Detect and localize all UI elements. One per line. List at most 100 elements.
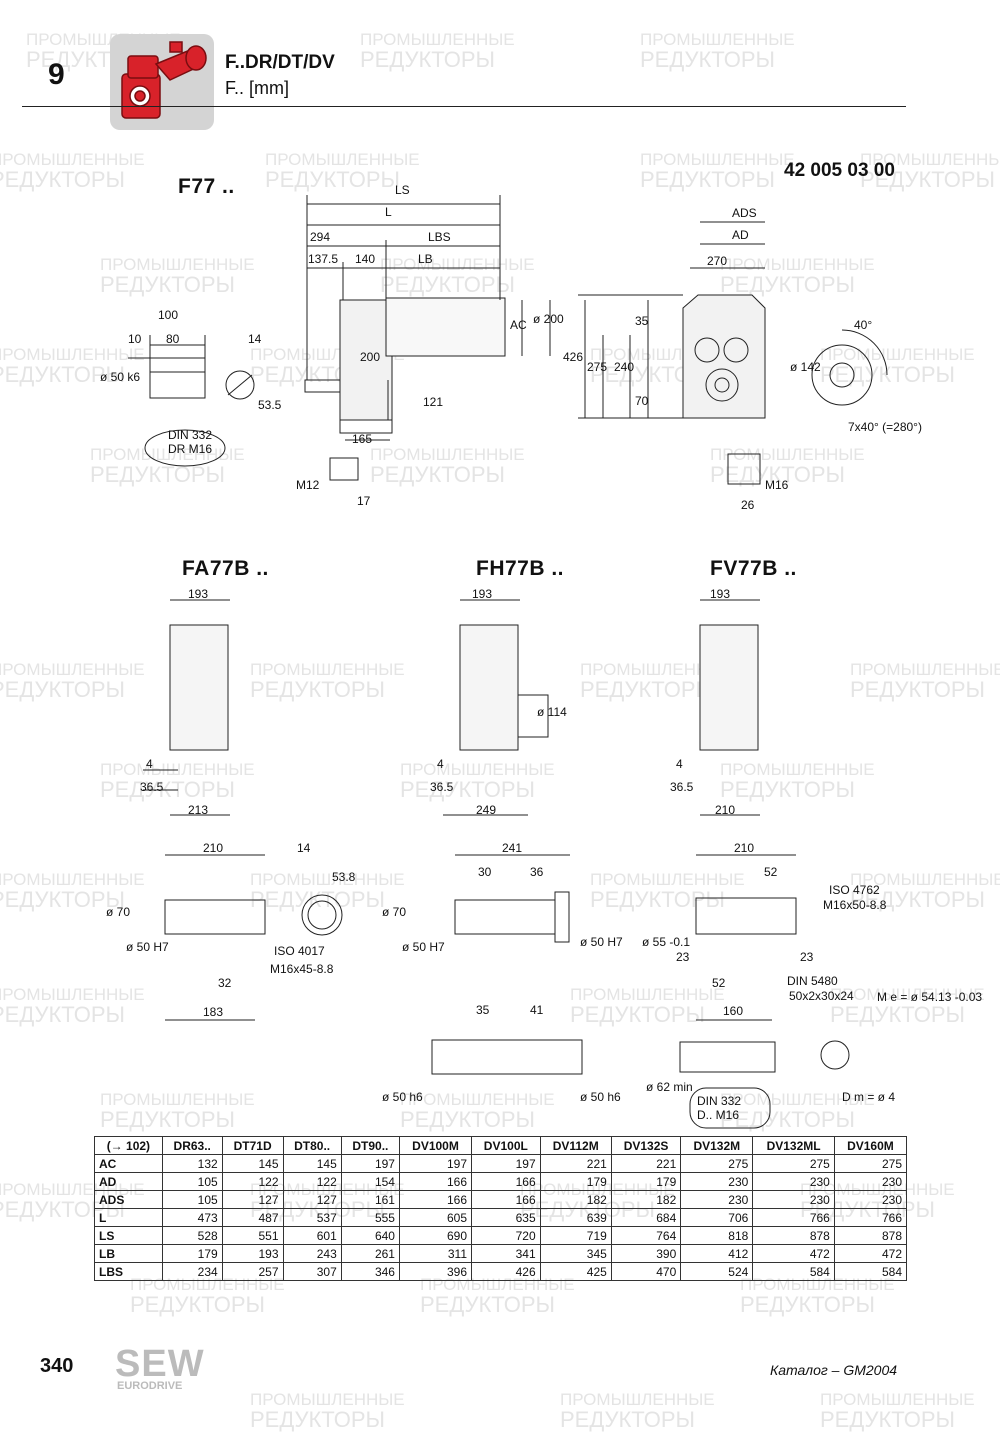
watermark-line: ПРОМЫШЛЕННЫЕ bbox=[0, 660, 145, 679]
watermark-line: ПРОМЫШЛЕННЫЕ bbox=[0, 870, 145, 889]
f77-dimension: 100 bbox=[158, 308, 179, 322]
f77-dimension: 240 bbox=[614, 360, 635, 374]
fa-shaft-dimension: 210 bbox=[203, 841, 224, 855]
watermark-line: РЕДУКТОРЫ bbox=[710, 462, 845, 487]
f77-dimension: 10 bbox=[128, 332, 142, 346]
fv77b-dimension: 210 bbox=[715, 803, 736, 817]
table-column-header: DT71D bbox=[221, 1136, 284, 1155]
gearmotor-thumbnail bbox=[110, 34, 214, 130]
f77-dimension: LS bbox=[395, 183, 410, 197]
f77-dimension: 121 bbox=[423, 395, 444, 409]
watermark-line: РЕДУКТОРЫ bbox=[0, 887, 125, 912]
table-column-header: DV132ML bbox=[752, 1136, 835, 1155]
fv-shaft-dimension: ø 55 -0.1 bbox=[642, 935, 691, 949]
f77-dimension: 14 bbox=[248, 332, 262, 346]
fv77b-dimension: 4 bbox=[676, 757, 683, 771]
f77-dimension: 35 bbox=[635, 314, 649, 328]
table-cell: 122 bbox=[282, 1172, 342, 1191]
table-cell: 719 bbox=[539, 1226, 612, 1245]
table-cell: 230 bbox=[752, 1172, 835, 1191]
watermark-line: ПРОМЫШЛЕННЫЕ bbox=[720, 1090, 875, 1109]
fh-shaft-dimension: ø 50 h6 bbox=[382, 1090, 423, 1104]
fv-shaft-dimension: 50x2x30x24 bbox=[789, 989, 854, 1003]
table-cell: 221 bbox=[539, 1154, 612, 1173]
watermark-line: РЕДУКТОРЫ bbox=[400, 1107, 535, 1132]
catalog-reference: Каталог – GM2004 bbox=[770, 1362, 898, 1378]
watermark-line: РЕДУКТОРЫ bbox=[740, 1292, 875, 1317]
table-cell: 635 bbox=[471, 1208, 541, 1227]
fa77b-label: FA77B .. bbox=[182, 557, 269, 580]
table-cell: 122 bbox=[221, 1172, 284, 1191]
f77-dimension: 70 bbox=[635, 394, 649, 408]
fa-shaft-dimension: M16x45-8.8 bbox=[270, 962, 334, 976]
fa-shaft-dimension: ø 70 bbox=[106, 905, 131, 919]
fv-shaft-dimension: D.. M16 bbox=[697, 1108, 740, 1122]
fh77b-label: FH77B .. bbox=[476, 557, 565, 580]
table-cell: 166 bbox=[471, 1190, 541, 1209]
fh-shaft-dimension: ø 50 H7 bbox=[402, 940, 445, 954]
table-cell: 182 bbox=[539, 1190, 612, 1209]
watermark-line: ПРОМЫШЛЕННЫЕ bbox=[0, 345, 145, 364]
watermark-line: РЕДУКТОРЫ bbox=[0, 362, 125, 387]
fh77b-dimension: 4 bbox=[437, 757, 444, 771]
watermark-line: ПРОМЫШЛЕННЫЕ bbox=[250, 1390, 405, 1409]
table-cell: 605 bbox=[398, 1208, 473, 1227]
watermark-line: РЕДУКТОРЫ bbox=[850, 887, 985, 912]
table-cell: 230 bbox=[680, 1190, 754, 1209]
f77-dimension: DR M16 bbox=[168, 442, 213, 456]
table-cell: 161 bbox=[340, 1190, 400, 1209]
fh-shaft-dimension: 35 bbox=[476, 1003, 490, 1017]
sew-logo: SEW bbox=[115, 1343, 205, 1385]
fh77b-dimension: 193 bbox=[472, 587, 493, 601]
table-cell: 105 bbox=[161, 1190, 223, 1209]
fv-shaft-dimension: 210 bbox=[734, 841, 755, 855]
fh77b-dimension: 36.5 bbox=[430, 780, 454, 794]
watermark-line: ПРОМЫШЛЕННЫЕ bbox=[400, 760, 555, 779]
watermark-line: РЕДУКТОРЫ bbox=[580, 677, 715, 702]
table-cell: 230 bbox=[833, 1172, 908, 1191]
table-cell: 706 bbox=[680, 1208, 754, 1227]
table-row-header: LBS bbox=[94, 1262, 163, 1281]
table-cell: 764 bbox=[610, 1226, 682, 1245]
watermark-line: РЕДУКТОРЫ bbox=[265, 167, 400, 192]
table-cell: 275 bbox=[680, 1154, 754, 1173]
table-cell: 179 bbox=[610, 1172, 682, 1191]
watermark-line: РЕДУКТОРЫ bbox=[720, 1107, 855, 1132]
watermark-line: ПРОМЫШЛЕННЫЕ bbox=[360, 30, 515, 49]
watermark-line: ПРОМЫШЛЕННЫЕ bbox=[580, 660, 735, 679]
table-cell: 640 bbox=[340, 1226, 400, 1245]
table-cell: 396 bbox=[398, 1262, 473, 1281]
fv-shaft-dimension: 52 bbox=[764, 865, 778, 879]
watermark-line: ПРОМЫШЛЕННЫЕ bbox=[380, 255, 535, 274]
fa77b-dimension: 193 bbox=[188, 587, 209, 601]
fv-shaft-dimension: DIN 332 bbox=[697, 1094, 742, 1108]
f77-dimension: AD bbox=[732, 228, 749, 242]
table-cell: 145 bbox=[282, 1154, 342, 1173]
table-column-header: DV100L bbox=[471, 1136, 541, 1155]
table-cell: 345 bbox=[539, 1244, 612, 1263]
f77-dimension: M12 bbox=[296, 478, 320, 492]
fh-shaft-dimension: ø 70 bbox=[382, 905, 407, 919]
table-cell: 684 bbox=[610, 1208, 682, 1227]
watermark-line: ПРОМЫШЛЕННЫЕ bbox=[100, 1090, 255, 1109]
table-ref-header: (→ 102) bbox=[94, 1136, 163, 1155]
fv-shaft-dimension: D m = ø 4 bbox=[842, 1090, 896, 1104]
table-cell: 766 bbox=[833, 1208, 908, 1227]
